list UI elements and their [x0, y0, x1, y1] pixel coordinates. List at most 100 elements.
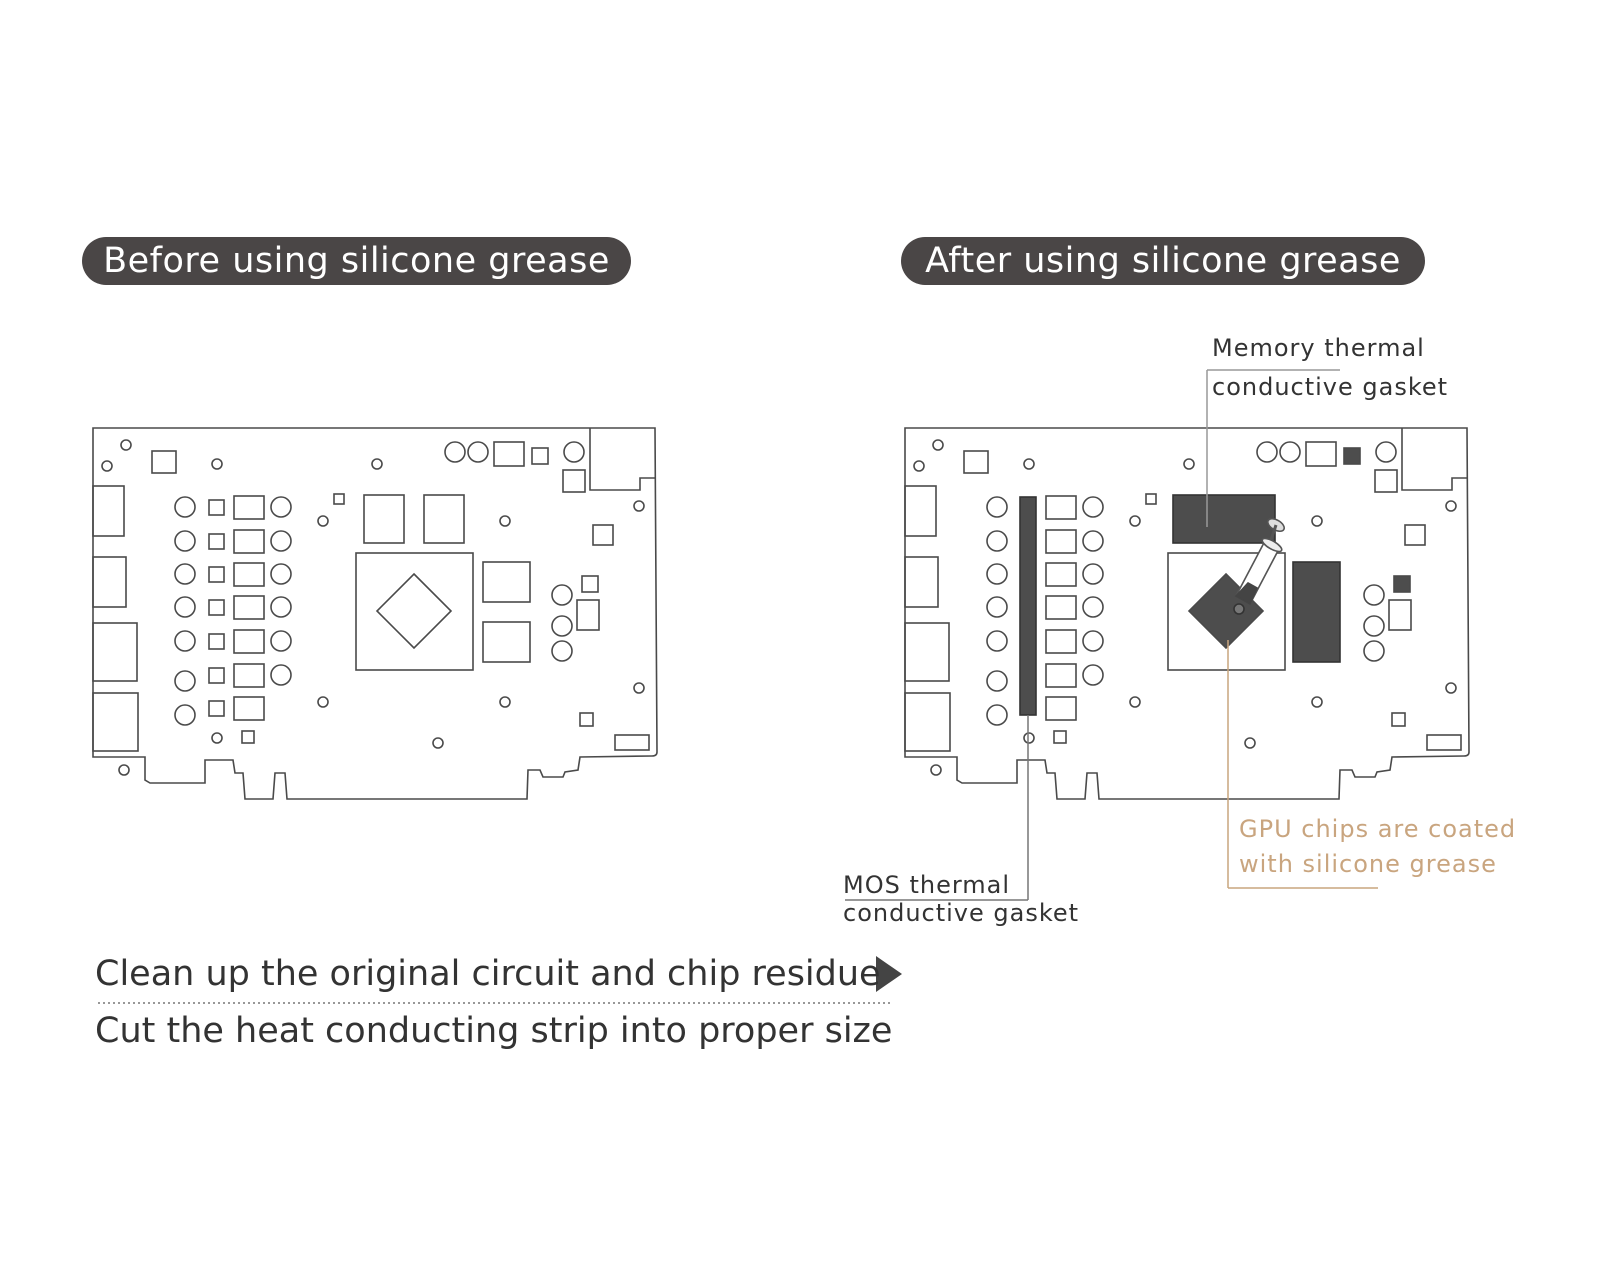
- mounting-hole: [1129, 515, 1141, 527]
- capacitor: [563, 441, 585, 463]
- vrm-capacitor: [270, 630, 292, 652]
- component: [579, 712, 594, 727]
- after-header: After using silicone grease: [901, 237, 1425, 285]
- capacitor: [467, 441, 489, 463]
- mosfet: [208, 667, 225, 684]
- component: [614, 734, 650, 751]
- mosfet: [208, 499, 225, 516]
- mounting-hole: [633, 682, 645, 694]
- io-port: [904, 556, 939, 608]
- vrm-capacitor: [174, 530, 196, 552]
- component: [531, 447, 549, 465]
- mounting-hole: [1023, 458, 1035, 470]
- mounting-hole: [1183, 458, 1195, 470]
- capacitor: [444, 441, 466, 463]
- component: [576, 599, 600, 631]
- capacitor: [551, 640, 573, 662]
- component: [1305, 441, 1337, 467]
- component: [1145, 493, 1157, 505]
- component: [963, 450, 989, 474]
- vrm-capacitor: [270, 530, 292, 552]
- io-port: [904, 622, 950, 682]
- inductor: [1045, 595, 1077, 620]
- vrm-capacitor: [174, 596, 196, 618]
- inductor: [1045, 696, 1077, 721]
- before-header: Before using silicone grease: [82, 237, 631, 285]
- mounting-hole: [1311, 515, 1323, 527]
- inductor: [233, 562, 265, 587]
- gpu-package: [355, 552, 474, 671]
- component: [333, 493, 345, 505]
- syringe-grease: [1234, 581, 1259, 606]
- capacitor: [1363, 584, 1385, 606]
- component: [1426, 734, 1462, 751]
- inductor: [233, 595, 265, 620]
- mounting-hole: [1023, 732, 1035, 744]
- vrm-capacitor: [1082, 530, 1104, 552]
- vrm-capacitor: [986, 704, 1008, 726]
- component: [1374, 469, 1398, 493]
- component: [1404, 524, 1426, 546]
- vrm-capacitor: [174, 670, 196, 692]
- vrm-capacitor: [986, 496, 1008, 518]
- inductor: [233, 495, 265, 520]
- inductor: [233, 529, 265, 554]
- component: [562, 469, 586, 493]
- vrm-capacitor: [1082, 664, 1104, 686]
- bracket-connector: [1401, 428, 1467, 491]
- mos-callout-line2: conductive gasket: [843, 899, 1080, 927]
- mounting-hole: [1244, 737, 1256, 749]
- mounting-hole: [499, 696, 511, 708]
- gpu-callout-line1: GPU chips are coated: [1239, 815, 1517, 843]
- board-outline: [904, 427, 1470, 800]
- memory-callout-line2: conductive gasket: [1212, 373, 1449, 401]
- board-after: [904, 427, 1470, 800]
- inductor: [1045, 663, 1077, 688]
- mosfet: [208, 533, 225, 550]
- io-port: [92, 622, 138, 682]
- vrm-capacitor: [986, 563, 1008, 585]
- memory-chip: [363, 494, 405, 544]
- syringe-icon: [1233, 517, 1285, 615]
- io-port: [92, 485, 125, 537]
- callout-lines: [845, 369, 1378, 901]
- arrow-right-icon: [876, 956, 902, 992]
- gpu-callout-line2: with silicone grease: [1239, 850, 1497, 878]
- vrm-capacitor: [986, 530, 1008, 552]
- mosfet: [208, 566, 225, 583]
- vrm-capacitor: [174, 563, 196, 585]
- capacitor: [1363, 615, 1385, 637]
- mosfet: [208, 700, 225, 717]
- vrm-capacitor: [270, 563, 292, 585]
- mounting-hole: [913, 460, 925, 472]
- mounting-hole: [1445, 682, 1457, 694]
- vrm-capacitor: [174, 630, 196, 652]
- io-port: [92, 556, 127, 608]
- mounting-hole: [932, 439, 944, 451]
- bracket-connector: [589, 428, 655, 491]
- io-port: [904, 485, 937, 537]
- mos-thermal-gasket: [1019, 496, 1037, 716]
- vrm-capacitor: [174, 704, 196, 726]
- vrm-capacitor: [986, 670, 1008, 692]
- memory-thermal-gasket-top: [1172, 494, 1276, 544]
- mos-callout-line1: MOS thermal: [843, 871, 1011, 899]
- board-outline: [92, 427, 658, 800]
- inductor: [233, 629, 265, 654]
- vrm-capacitor: [1082, 596, 1104, 618]
- capacitor: [1279, 441, 1301, 463]
- vrm-capacitor: [270, 664, 292, 686]
- inductor: [233, 663, 265, 688]
- inductor: [1045, 629, 1077, 654]
- vrm-capacitor: [270, 596, 292, 618]
- mounting-hole: [1445, 500, 1457, 512]
- inductor: [1045, 495, 1077, 520]
- capacitor: [1256, 441, 1278, 463]
- io-port: [92, 692, 139, 752]
- gpu-package: [1167, 552, 1286, 671]
- mounting-hole: [317, 515, 329, 527]
- vrm-capacitor: [1082, 630, 1104, 652]
- vrm-capacitor: [1082, 563, 1104, 585]
- mounting-hole: [1129, 696, 1141, 708]
